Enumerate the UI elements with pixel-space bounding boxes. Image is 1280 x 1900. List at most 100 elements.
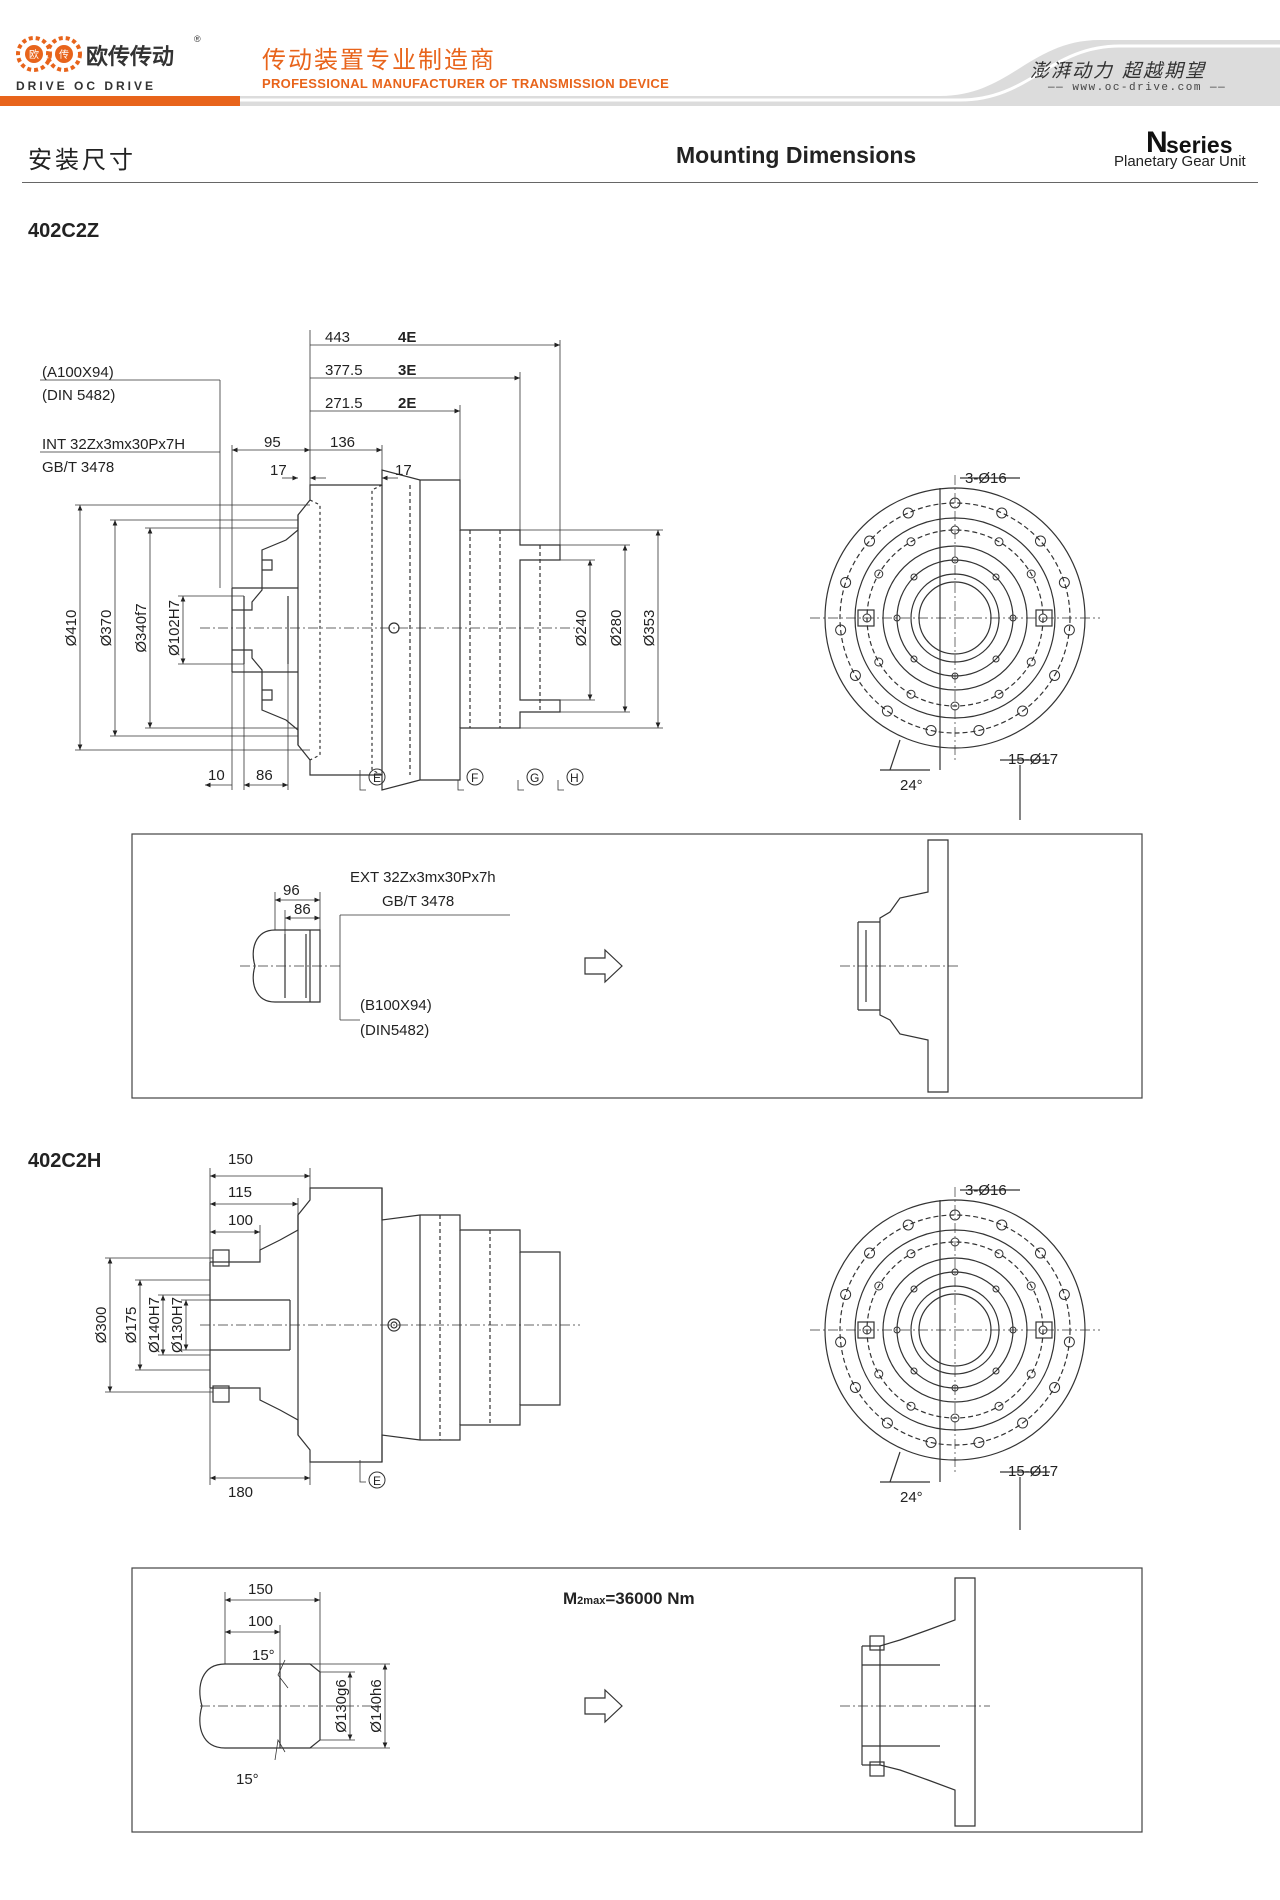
dim-271-5: 271.5 (325, 395, 363, 412)
dim-96: 96 (283, 882, 300, 899)
dimensions-402c2h (105, 1168, 366, 1485)
labels-front-402c2h: 3-Ø16 15-Ø17 24° (900, 1182, 1058, 1506)
dim-10: 10 (208, 767, 225, 784)
bolt-hole (949, 1209, 961, 1221)
inner-bolt-hole (950, 1413, 960, 1423)
torque-sub: 2max (577, 1595, 606, 1607)
mid-bolt-hole (951, 1384, 959, 1392)
label-angle-24: 24° (900, 777, 923, 794)
bolt-hole (902, 507, 914, 519)
bolt-hole (864, 1247, 876, 1259)
section-marker-g-icon (526, 768, 544, 786)
bolt-hole (1034, 535, 1046, 547)
dim-dia-240: Ø240 (573, 610, 590, 647)
bolt-hole (840, 1288, 852, 1300)
mid-bolt-hole (910, 1285, 918, 1293)
inner-bolt-hole (994, 689, 1004, 699)
brand-slogan-cn: 传动装置专业制造商 (262, 46, 496, 74)
mid-bolt-hole (951, 1268, 959, 1276)
dim-dia-280: Ø280 (608, 610, 625, 647)
dim-dia-175: Ø175 (123, 1307, 140, 1344)
mid-bolt-hole (1009, 1326, 1017, 1334)
bolt-hole (996, 507, 1008, 519)
dim-dia-140h6: Ø140h6 (368, 1679, 385, 1732)
section-title-en: Mounting Dimensions (676, 142, 917, 168)
bolt-hole (835, 1336, 847, 1348)
mid-bolt-hole (951, 672, 959, 680)
arrow-right-icon-2 (584, 1688, 623, 1724)
dim-4e: 4E (398, 329, 416, 346)
dim-100-option: 100 (248, 1613, 273, 1630)
section-marker-e2-icon (368, 1471, 386, 1489)
dim-dia-410: Ø410 (63, 610, 80, 647)
bolt-hole (849, 1382, 861, 1393)
option-box-402c2h (131, 1567, 1143, 1833)
bolt-hole (840, 576, 852, 588)
dim-dia-353: Ø353 (641, 610, 658, 647)
dim-443: 443 (325, 329, 350, 346)
label-holes-3-16: 3-Ø16 (965, 470, 1007, 487)
bolt-hole (1058, 1288, 1070, 1300)
section-marker-h-icon (566, 768, 584, 786)
side-view-402c2z (200, 469, 580, 791)
label-din-a: (DIN 5482) (42, 387, 115, 404)
inner-bolt-hole (994, 1401, 1004, 1411)
series-word: series (1166, 132, 1233, 158)
section-marker-e-icon (368, 768, 386, 786)
mid-bolt-hole (910, 655, 918, 663)
logo-text-en: DRIVE OC DRIVE (16, 79, 156, 93)
inner-bolt-hole (950, 1237, 960, 1247)
dim-95: 95 (264, 434, 281, 451)
labels-front-402c2z: 3-Ø16 15-Ø17 24° (900, 470, 1058, 794)
dim-86: 86 (256, 767, 273, 784)
mid-bolt-hole (893, 1326, 901, 1334)
option-shaft-402c2h (199, 1592, 390, 1761)
bolt-hole (835, 624, 847, 636)
bolt-hole (864, 535, 876, 547)
dim-dia-370: Ø370 (98, 610, 115, 647)
dim-dia-130g6: Ø130g6 (333, 1679, 350, 1732)
inner-bolt-hole (906, 1401, 916, 1411)
mid-bolt-hole (910, 573, 918, 581)
logo-mark-left: 欧 (29, 49, 39, 61)
dim-150-option: 150 (248, 1581, 273, 1598)
label-holes-3-16-b: 3-Ø16 (965, 1182, 1007, 1199)
section-label-g: G (530, 771, 539, 785)
option-box-402c2z (131, 833, 1143, 1099)
inner-bolt-hole (1038, 613, 1048, 623)
bolt-hole (949, 497, 961, 509)
dim-dia-130h7: Ø130H7 (169, 1297, 186, 1353)
labels-402c2h: 150 115 100 Ø300 Ø175 Ø140H7 Ø130H7 180 … (93, 1151, 386, 1501)
option-housing-402c2h (840, 1577, 990, 1827)
model-title-402c2z: 402C2Z (28, 220, 100, 242)
bolt-hole (1034, 1247, 1046, 1259)
inner-bolt-hole (906, 537, 916, 547)
label-gbt-option: GB/T 3478 (382, 893, 454, 910)
label-angle-15-bottom: 15° (236, 1771, 259, 1788)
label-holes-15-17-b: 15-Ø17 (1008, 1463, 1058, 1480)
dim-3e: 3E (398, 362, 416, 379)
website-text: www.oc-drive.com (1072, 82, 1202, 94)
label-int-spline: INT 32Zx3mx30Px7H (42, 436, 185, 453)
inner-bolt-hole (874, 569, 884, 579)
series-subtitle: Planetary Gear Unit (1114, 153, 1246, 170)
dim-136: 136 (330, 434, 355, 451)
mid-bolt-hole (1009, 614, 1017, 622)
dim-17-right: 17 (395, 462, 412, 479)
bolt-hole (1063, 624, 1075, 636)
inner-bolt-hole (1038, 1325, 1048, 1335)
front-view-402c2z (810, 475, 1100, 820)
label-holes-15-17: 15-Ø17 (1008, 751, 1058, 768)
bolt-hole (1017, 1417, 1029, 1429)
bolt-hole (881, 1417, 893, 1429)
series-letter: N (1146, 126, 1168, 159)
dim-180: 180 (228, 1484, 253, 1501)
inner-bolt-hole (874, 1281, 884, 1291)
label-gbt-a: GB/T 3478 (42, 459, 114, 476)
bolt-hole (849, 670, 861, 681)
front-view-402c2h (810, 1187, 1100, 1530)
section-label-e2: E (373, 1474, 381, 1488)
dim-dia-340f7: Ø340f7 (133, 603, 150, 652)
inner-bolt-hole (1026, 1369, 1036, 1379)
